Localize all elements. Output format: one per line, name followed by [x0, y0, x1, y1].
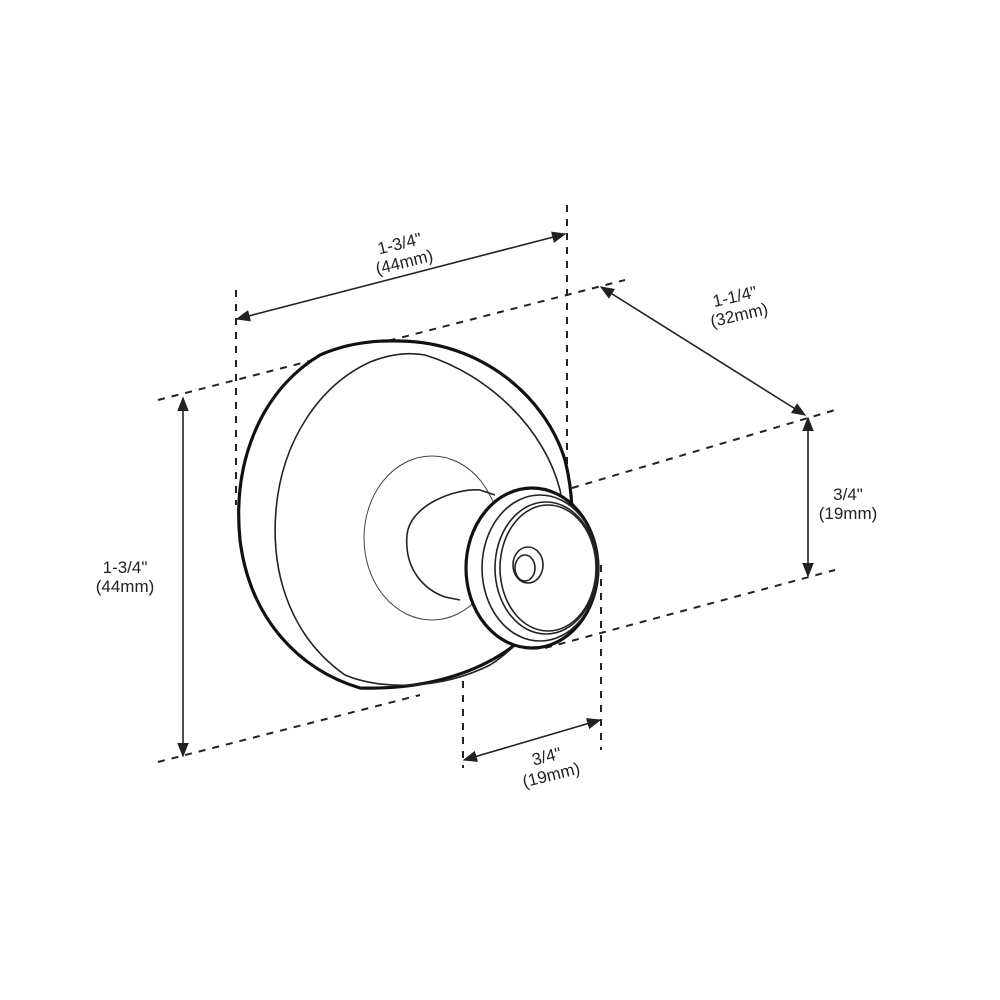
dimension-lines: [177, 231, 814, 762]
knob-face-inner: [499, 504, 597, 632]
dim-label-knob-width: 3/4" (19mm): [521, 744, 582, 792]
dim-label-base-width: 1-3/4" (44mm): [374, 229, 435, 278]
screw-hole-inner: [514, 554, 536, 582]
base-height-imperial: 1-3/4": [103, 558, 148, 577]
dim-label-knob-height: 3/4" (19mm): [819, 485, 878, 523]
knob-head-rim: [481, 494, 599, 642]
knob-stem: [405, 489, 496, 601]
base-width-dim-line: [235, 231, 567, 322]
dim-label-projection: 1-1/4" (32mm): [708, 282, 769, 331]
knob-face: [494, 501, 598, 635]
knob-height-imperial: 3/4": [833, 485, 863, 504]
knob-width-dim-line: [462, 718, 602, 762]
knob-drawing: [237, 339, 600, 690]
screw-hole-outer: [512, 546, 544, 584]
projection-dim-line: [599, 286, 807, 416]
knob-height-metric: (19mm): [819, 504, 878, 523]
dim-label-base-height: 1-3/4" (44mm): [96, 558, 155, 596]
base-front-face: [274, 352, 565, 687]
base-height-metric: (44mm): [96, 577, 155, 596]
